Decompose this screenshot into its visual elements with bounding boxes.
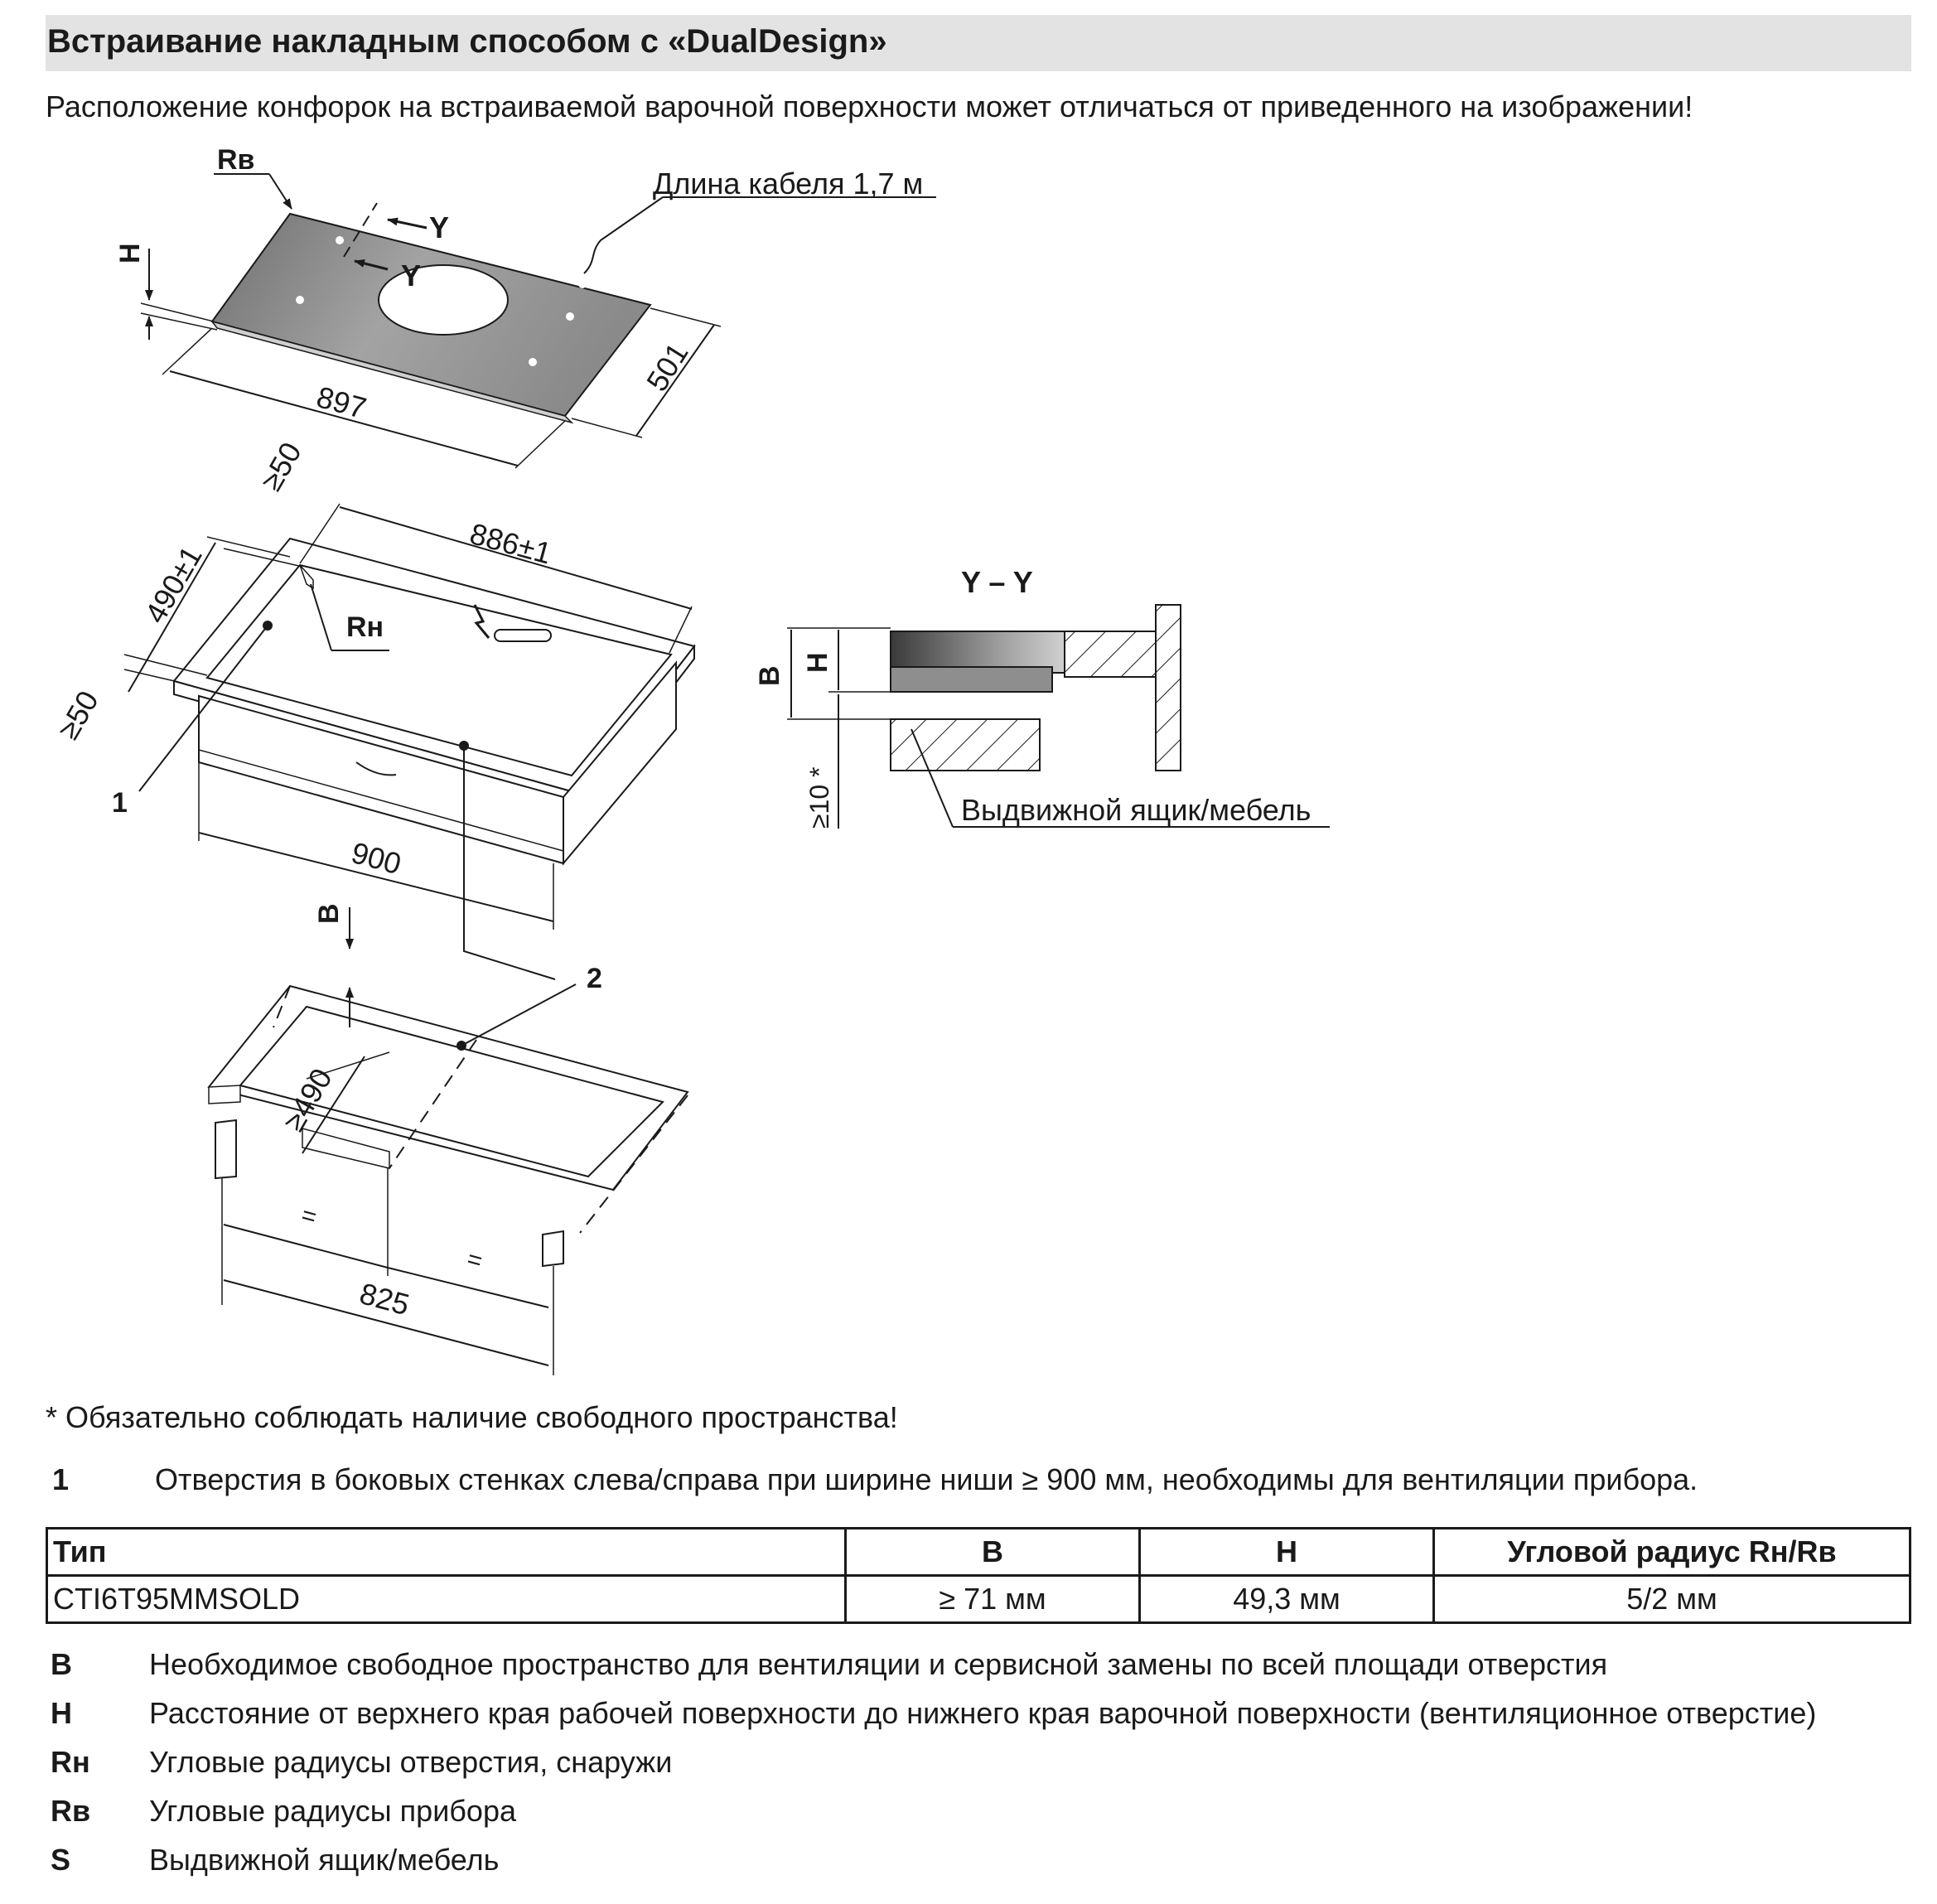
cell-h: 49,3 мм: [1138, 1574, 1435, 1624]
table-header-row: Тип B H Угловой радиус Rн/Rв: [46, 1527, 1911, 1577]
hob-dot: [439, 294, 447, 302]
cabinet-figure: [123, 503, 696, 980]
section-hob: [890, 631, 1065, 674]
hob-edge: [210, 320, 574, 424]
legend-key: S: [51, 1843, 71, 1877]
lightning-icon: [473, 604, 490, 639]
dim-50-bottom: ≥50: [51, 685, 104, 745]
label-y2: Y: [401, 259, 421, 292]
hob-dot: [336, 236, 344, 244]
callout-2: 2: [587, 963, 602, 994]
drawer-furniture-label: Выдвижной ящик/мебель: [961, 793, 1311, 827]
label-b: B: [313, 903, 345, 924]
header-type: Тип: [46, 1527, 847, 1577]
legend-text: Выдвижной ящик/мебель: [149, 1843, 500, 1877]
hob-dot: [566, 312, 574, 321]
hob-dot: [529, 358, 537, 366]
connection-box: [494, 629, 552, 642]
section-counter: [1064, 631, 1157, 678]
legend-key: B: [51, 1647, 72, 1681]
page-subtitle: Расположение конфорок на встраиваемой ва…: [46, 89, 1693, 123]
legend-key: Rн: [51, 1745, 90, 1779]
legend-text: Необходимое свободное пространство для в…: [149, 1647, 1608, 1681]
header-b: B: [844, 1527, 1141, 1577]
cutout: [205, 563, 673, 777]
dim-900: 900: [348, 835, 405, 881]
label-rv: Rв: [217, 144, 254, 176]
header-radius: Угловой радиус Rн/Rв: [1432, 1527, 1911, 1577]
legend-text: Расстояние от верхнего края рабочей пове…: [149, 1696, 1817, 1730]
section-figure: [787, 604, 1330, 829]
dim-eq-right: =: [464, 1245, 485, 1275]
cell-b: ≥ 71 мм: [844, 1574, 1141, 1624]
title-bar: Встраивание накладным способом с «DualDe…: [46, 15, 1911, 71]
header-h: H: [1138, 1527, 1435, 1577]
dim-eq-left: =: [298, 1201, 319, 1231]
label-rn: Rн: [346, 611, 384, 643]
cell-radius: 5/2 мм: [1432, 1574, 1911, 1624]
legend-key: H: [51, 1696, 72, 1730]
section-wall: [1155, 604, 1181, 771]
section-label-h: H: [802, 652, 833, 673]
hob-figure: [140, 173, 936, 469]
footnote-number: 1: [52, 1462, 70, 1496]
hob-cable: [583, 196, 664, 274]
hob-dot: [296, 296, 304, 304]
asterisk-note: * Обязательно соблюдать наличие свободно…: [46, 1400, 898, 1434]
footnote-text: Отверстия в боковых стенках слева/справа…: [155, 1462, 1698, 1496]
installation-drawing: Длина кабеля 1,7 м Rв H Y Y 897 501 886±…: [51, 144, 1330, 1375]
legend-text: Угловые радиусы отверстия, снаружи: [149, 1745, 673, 1779]
legend-key: Rв: [51, 1794, 91, 1828]
section-label-10: ≥10 *: [804, 767, 834, 829]
spec-table: Тип B H Угловой радиус Rн/Rв CTI6T95MMSO…: [46, 1527, 1911, 1624]
dim-490: 490±1: [138, 540, 208, 629]
dim-886: 886±1: [466, 516, 555, 570]
section-title: Y – Y: [961, 565, 1033, 599]
cutout-figure: [207, 907, 689, 1375]
page-title: Встраивание накладным способом с «DualDe…: [47, 23, 887, 60]
cable-length-label: Длина кабеля 1,7 м: [653, 167, 923, 201]
label-h: H: [114, 243, 146, 263]
dim-825: 825: [356, 1276, 413, 1322]
drawer-handle: [355, 761, 397, 776]
dim-50-top: ≥50: [254, 437, 307, 496]
legend-text: Угловые радиусы прибора: [149, 1794, 516, 1828]
table-row: CTI6T95MMSOLD ≥ 71 мм 49,3 мм 5/2 мм: [46, 1574, 1911, 1624]
dim-897: 897: [313, 379, 370, 425]
cell-type: CTI6T95MMSOLD: [46, 1574, 847, 1624]
hob-dot: [578, 280, 587, 288]
dim-501: 501: [640, 337, 695, 398]
label-y1: Y: [429, 210, 449, 244]
section-label-b: B: [754, 665, 785, 686]
callout-1: 1: [112, 787, 128, 819]
section-drawer: [890, 718, 1041, 771]
